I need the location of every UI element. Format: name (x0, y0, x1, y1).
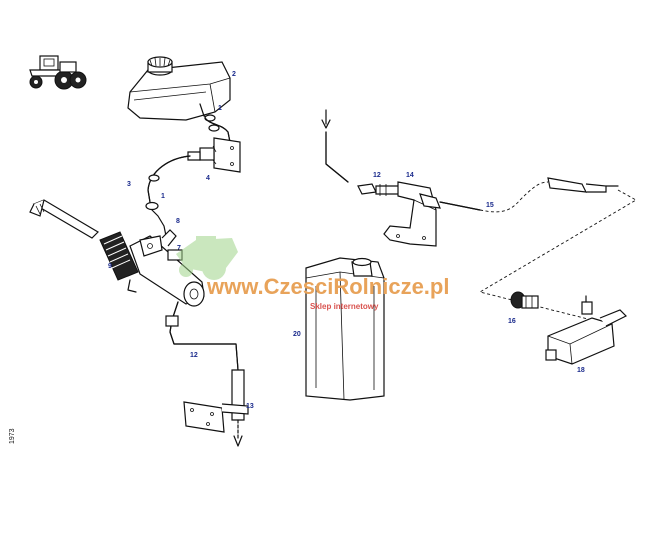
bracket-part-14 (357, 181, 441, 247)
tractor-icon (29, 55, 87, 90)
watermark-text: www.CzesciRolnicze.pl (206, 274, 449, 299)
reservoir-part-2 (127, 56, 231, 121)
hose-part-15 (439, 177, 619, 213)
dashed-connection (478, 189, 637, 323)
label-part-13: 13 (246, 403, 254, 410)
pipe-incoming (321, 109, 349, 183)
label-part-20: 20 (293, 331, 301, 338)
bracket-part-13 (183, 401, 249, 433)
fluid-container-part-20 (305, 257, 385, 401)
hose-reservoir-to-valve (204, 114, 231, 143)
hose-part-3 (145, 155, 191, 237)
union-part-16 (510, 291, 539, 309)
tractor-watermark-icon (176, 236, 238, 280)
master-cylinder-part-9 (99, 229, 205, 307)
label-part-2: 2 (232, 71, 236, 78)
label-part-3: 3 (127, 181, 131, 188)
label-part-16: 16 (508, 318, 516, 325)
valve-block-part-18 (545, 295, 628, 365)
label-part-8: 8 (176, 218, 180, 225)
drawing-code: 1973 (9, 428, 16, 444)
label-part-18: 18 (577, 367, 585, 374)
label-part-14: 14 (406, 172, 414, 179)
label-part-4: 4 (206, 175, 210, 182)
label-part-9: 9 (108, 263, 112, 270)
watermark-subtitle: Sklep internetowy (310, 302, 379, 311)
label-part-1-top: 1 (218, 105, 222, 112)
label-part-12-upper: 12 (373, 172, 381, 179)
label-part-12-lower: 12 (190, 352, 198, 359)
label-part-7: 7 (177, 245, 181, 252)
bracket-part-4 (187, 137, 241, 173)
push-rod (29, 199, 99, 239)
label-part-15: 15 (486, 202, 494, 209)
label-part-1-mid: 1 (161, 193, 165, 200)
